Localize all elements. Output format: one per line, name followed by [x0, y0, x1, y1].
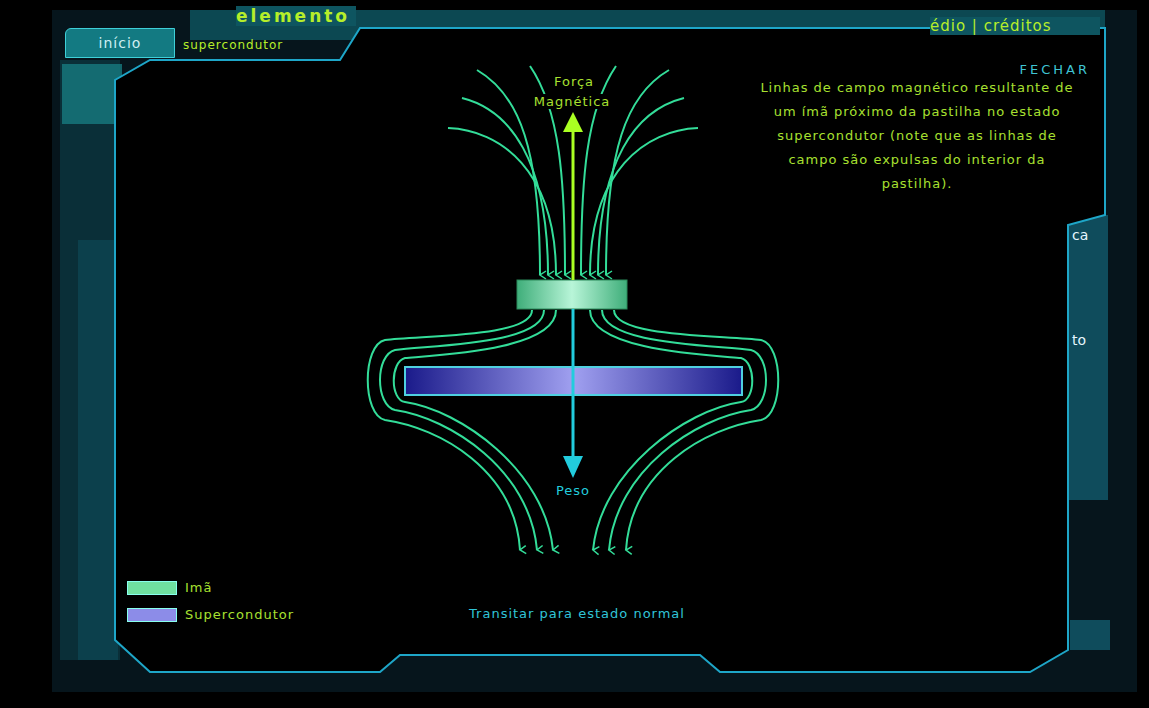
tab-label: início [99, 35, 142, 51]
legend-text: Supercondutor [185, 607, 294, 622]
force-label: Força Magnética [518, 72, 628, 112]
legend-row: Imã [127, 580, 212, 595]
action-button: Transitar para estado normal [447, 603, 707, 625]
menu-item: elemento [236, 6, 356, 26]
legend-row: Supercondutor [127, 607, 294, 622]
side-tab-text: ca [1072, 227, 1102, 243]
description-note: Linhas de campo magnético resultante de … [752, 76, 1082, 196]
close-button: FECHAR [990, 62, 1090, 77]
legend-text: Imã [185, 580, 212, 595]
force-label: Peso [543, 483, 603, 498]
side-tab-text: to [1072, 332, 1102, 348]
menu-item: édio | créditos [930, 17, 1100, 35]
legend-swatch [127, 581, 177, 595]
legend-swatch [127, 608, 177, 622]
menu-item: supercondutor [183, 38, 333, 52]
nav-tab: início [65, 28, 175, 58]
